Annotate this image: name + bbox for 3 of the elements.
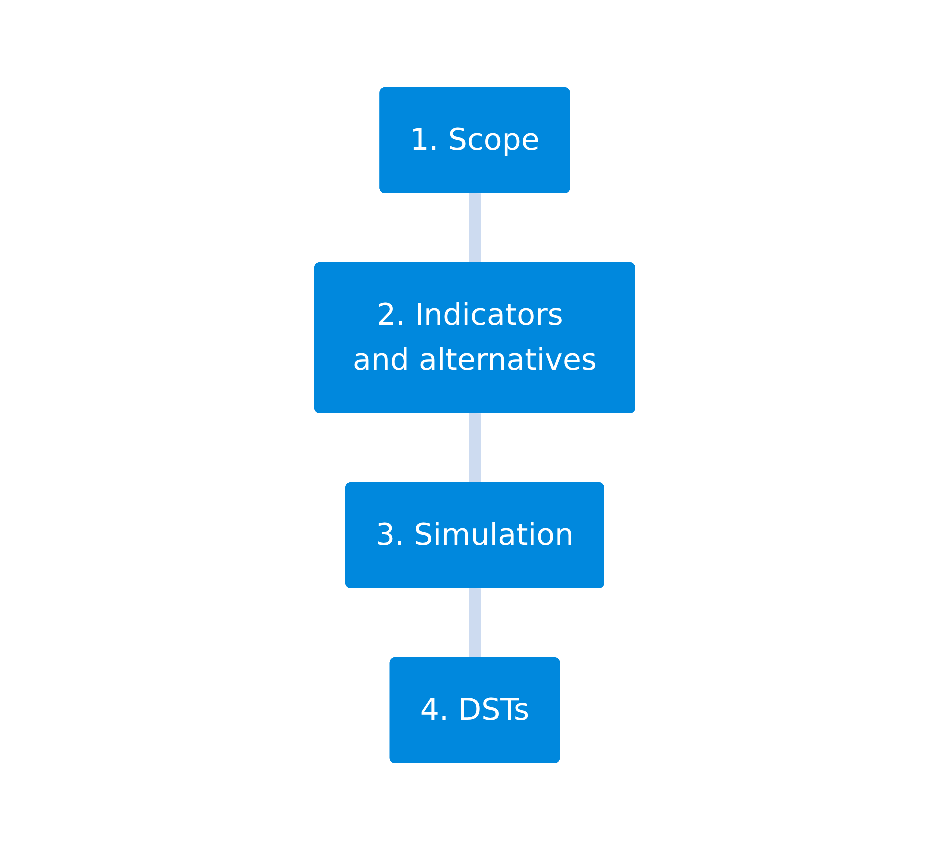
connector (469, 588, 482, 658)
connector (469, 192, 482, 264)
connector (469, 412, 482, 484)
